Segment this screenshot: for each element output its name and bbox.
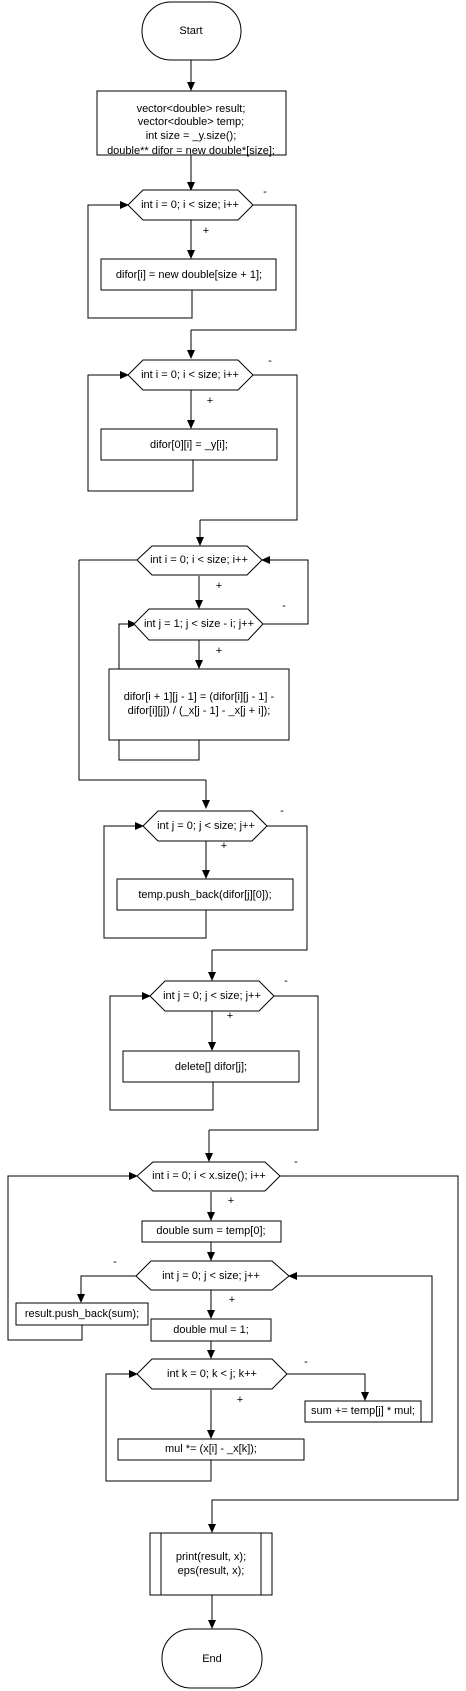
sum-init-label: double sum = temp[0];	[156, 1225, 265, 1237]
loop1-condition: int i = 0; i < size; i++	[127, 189, 254, 221]
mul-init-label: double mul = 1;	[173, 1324, 249, 1336]
loop2-condition: int i = 0; i < size; i++	[127, 359, 254, 391]
loop6-j-minus-label: -	[113, 1256, 117, 1268]
loop3-condition-label: int i = 0; i < size; i++	[150, 554, 248, 566]
loop3-body-line-2: difor[i][j]) / (_x[j - 1] - _x[j + i]);	[128, 705, 271, 717]
loop3-inner-plus-label: +	[216, 645, 222, 657]
end-terminator: End	[161, 1628, 263, 1689]
loop4-minus-label: -	[280, 805, 284, 817]
sum-add-label: sum += temp[j] * mul;	[311, 1405, 415, 1417]
loop3-inner-condition: int j = 1; j < size - i; j++	[133, 608, 264, 641]
loop1-plus-label: +	[203, 225, 209, 237]
mul-body-label: mul *= (x[i] - _x[k]);	[165, 1443, 257, 1455]
loop3-body-line-1: difor[i + 1][j - 1] = (difor[i][j - 1] -	[124, 691, 275, 703]
loop6-k-condition-label: int k = 0; k < j; k++	[167, 1368, 257, 1380]
loop5-plus-label: +	[227, 1010, 233, 1022]
loop3-condition: int i = 0; i < size; i++	[136, 545, 263, 576]
loop6-k-minus-label: -	[304, 1356, 308, 1368]
init-line-3: int size = _y.size();	[146, 130, 237, 142]
loop5-condition-label: int j = 0; j < size; j++	[163, 990, 261, 1002]
init-line-2: vector<double> temp;	[138, 116, 244, 128]
init-line-1: vector<double> result;	[137, 103, 246, 115]
loop6-condition-label: int i = 0; i < x.size(); i++	[152, 1170, 266, 1182]
loop5-condition: int j = 0; j < size; j++	[149, 980, 275, 1012]
final-subroutine: print(result, x); eps(result, x);	[149, 1532, 273, 1596]
loop3-inner-minus-label: -	[282, 600, 286, 612]
loop4-body: temp.push_back(difor[j][0]);	[116, 878, 294, 911]
final-line-1: print(result, x);	[176, 1551, 246, 1563]
loop4-condition-label: int j = 0; j < size; j++	[157, 820, 255, 832]
loop4-body-label: temp.push_back(difor[j][0]);	[138, 889, 271, 901]
sum-init-box: double sum = temp[0];	[141, 1220, 282, 1243]
start-label: Start	[179, 25, 202, 37]
loop6-k-condition: int k = 0; k < j; k++	[136, 1358, 288, 1390]
loop2-plus-label: +	[207, 395, 213, 407]
loop3-inner-condition-label: int j = 1; j < size - i; j++	[144, 618, 254, 630]
branch-labels: + - + - + + - + - + - + - + - + -	[113, 186, 308, 1406]
loop6-plus-label: +	[228, 1195, 234, 1207]
mul-init-box: double mul = 1;	[150, 1318, 272, 1342]
init-block: vector<double> result; vector<double> te…	[96, 90, 287, 157]
mul-body-box: mul *= (x[i] - _x[k]);	[117, 1438, 305, 1461]
loop6-k-plus-label: +	[237, 1394, 243, 1406]
loop6-minus-label: -	[294, 1156, 298, 1168]
push-result-label: result.push_back(sum);	[25, 1308, 139, 1320]
start-terminator: Start	[141, 1, 242, 61]
loop2-body: difor[0][i] = _y[i];	[100, 428, 278, 461]
loop1-body: difor[i] = new double[size + 1];	[100, 258, 277, 291]
loop6-j-condition-label: int j = 0; j < size; j++	[162, 1270, 260, 1282]
init-line-4: double** difor = new double*[size];	[107, 145, 275, 157]
connectors	[7, 60, 459, 1629]
loop1-minus-label: -	[263, 186, 267, 198]
loop2-minus-label: -	[268, 355, 272, 367]
loop1-body-label: difor[i] = new double[size + 1];	[116, 269, 262, 281]
push-result-box: result.push_back(sum);	[15, 1302, 149, 1326]
final-line-2: eps(result, x);	[178, 1565, 245, 1577]
loop3-plus-label: +	[216, 580, 222, 592]
loop6-j-condition: int j = 0; j < size; j++	[135, 1260, 290, 1291]
loop5-minus-label: -	[284, 975, 288, 987]
sum-add-box: sum += temp[j] * mul;	[304, 1400, 422, 1423]
loop6-j-plus-label: +	[229, 1294, 235, 1306]
loop4-condition: int j = 0; j < size; j++	[142, 810, 268, 842]
loop5-body-label: delete[] difor[j];	[175, 1061, 247, 1073]
loop4-plus-label: +	[221, 840, 227, 852]
loop3-body: difor[i + 1][j - 1] = (difor[i][j - 1] -…	[108, 668, 290, 741]
end-label: End	[202, 1653, 222, 1665]
loop2-body-label: difor[0][i] = _y[i];	[150, 439, 228, 451]
loop2-condition-label: int i = 0; i < size; i++	[141, 369, 239, 381]
loop1-condition-label: int i = 0; i < size; i++	[141, 199, 239, 211]
loop5-body: delete[] difor[j];	[122, 1050, 300, 1083]
loop6-condition: int i = 0; i < x.size(); i++	[136, 1161, 281, 1192]
